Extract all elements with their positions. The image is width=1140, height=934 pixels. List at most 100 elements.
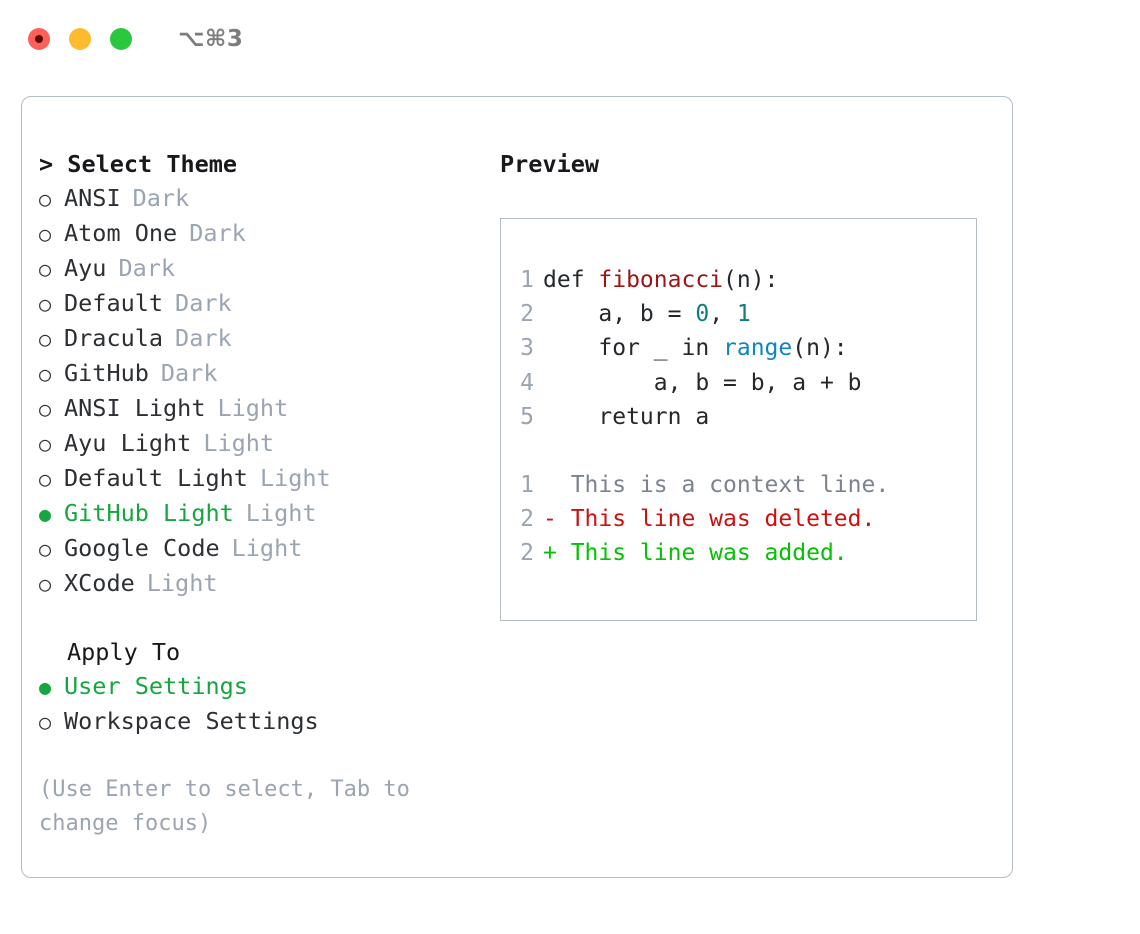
- line-number: 2: [520, 506, 534, 533]
- radio-unselected-icon: ○: [39, 710, 52, 734]
- diff-line-content: This is a context line.: [543, 472, 890, 499]
- minimize-button-icon[interactable]: [69, 28, 91, 50]
- theme-option-label: Google Code: [64, 534, 220, 562]
- theme-option-ansi[interactable]: ○ ANSI Dark: [39, 181, 500, 216]
- theme-option-label: Ayu Light: [64, 429, 192, 457]
- select-theme-header: > Select Theme: [39, 150, 238, 178]
- theme-variant-tag: Dark: [160, 359, 218, 387]
- radio-unselected-icon: ○: [39, 397, 52, 421]
- code-line: 2 a, b = 0, 1: [501, 297, 976, 331]
- theme-variant-tag: Light: [245, 499, 317, 527]
- theme-option-label: Default Light: [64, 464, 248, 492]
- radio-unselected-icon: ○: [39, 537, 52, 561]
- theme-variant-tag: Light: [146, 569, 218, 597]
- theme-option-label: XCode: [64, 569, 135, 597]
- apply-to-option-list[interactable]: ● User Settings ○ Workspace Settings: [39, 669, 500, 739]
- code-line: 4 a, b = b, a + b: [501, 366, 976, 400]
- code-token: return a: [543, 403, 710, 430]
- keyboard-shortcut-label: ⌥⌘3: [178, 26, 244, 52]
- theme-variant-tag: Light: [231, 534, 303, 562]
- diff-line-content: - This line was deleted.: [543, 506, 876, 533]
- diff-line-content: + This line was added.: [543, 540, 848, 567]
- theme-option-default-light[interactable]: ○ Default Light Light: [39, 461, 500, 496]
- diff-line: 1 This is a context line.: [501, 468, 976, 502]
- radio-selected-icon: ●: [39, 502, 52, 526]
- apply-to-header: Apply To: [67, 638, 181, 666]
- apply-to-option-user-settings[interactable]: ● User Settings: [39, 669, 500, 704]
- code-line-content: a, b = 0, 1: [543, 297, 750, 331]
- title-bar: ⌥⌘3: [0, 0, 1140, 78]
- line-number: 1: [520, 472, 534, 499]
- theme-option-label: GitHub Light: [64, 499, 234, 527]
- theme-variant-tag: Light: [217, 394, 289, 422]
- keyboard-hint-text: (Use Enter to select, Tab to change focu…: [39, 777, 424, 836]
- line-number: 2: [520, 540, 534, 567]
- code-line-content: return a: [543, 400, 709, 434]
- apply-to-option-label: User Settings: [64, 672, 248, 700]
- theme-variant-tag: Dark: [118, 254, 176, 282]
- theme-option-label: Dracula: [64, 324, 164, 352]
- radio-selected-icon: ●: [39, 675, 52, 699]
- line-number: 3: [520, 335, 534, 362]
- radio-unselected-icon: ○: [39, 362, 52, 386]
- theme-variant-tag: Light: [259, 464, 331, 492]
- traffic-light-group: [28, 28, 132, 50]
- close-button-icon[interactable]: [28, 28, 50, 50]
- line-number: 4: [520, 369, 534, 396]
- preview-header: Preview: [500, 150, 600, 178]
- theme-option-label: ANSI: [64, 184, 121, 212]
- zoom-button-icon[interactable]: [110, 28, 132, 50]
- apply-to-option-label: Workspace Settings: [64, 707, 319, 735]
- code-line: 1 def fibonacci(n):: [501, 263, 976, 297]
- radio-unselected-icon: ○: [39, 257, 52, 281]
- radio-unselected-icon: ○: [39, 432, 52, 456]
- line-number: 1: [520, 267, 534, 293]
- code-line-content: for _ in range(n):: [543, 331, 848, 365]
- radio-unselected-icon: ○: [39, 572, 52, 596]
- radio-unselected-icon: ○: [39, 187, 52, 211]
- radio-unselected-icon: ○: [39, 467, 52, 491]
- theme-variant-tag: Dark: [175, 324, 232, 352]
- theme-option-default[interactable]: ○ Default Dark: [39, 286, 500, 321]
- theme-option-github-light[interactable]: ● GitHub Light Light: [39, 496, 500, 531]
- theme-option-label: ANSI Light: [64, 394, 206, 422]
- theme-variant-tag: Light: [203, 429, 275, 457]
- code-token: range: [723, 335, 793, 362]
- code-line: 5 return a: [501, 400, 976, 434]
- theme-option-github[interactable]: ○ GitHub Dark: [39, 356, 500, 391]
- theme-option-xcode[interactable]: ○ XCode Light: [39, 566, 500, 601]
- theme-option-ayu-light[interactable]: ○ Ayu Light Light: [39, 426, 500, 461]
- code-line-content: a, b = b, a + b: [543, 366, 862, 400]
- theme-option-label: Default: [64, 289, 164, 317]
- section-spacer: [39, 601, 500, 635]
- code-token: def: [543, 267, 599, 293]
- theme-option-google-code[interactable]: ○ Google Code Light: [39, 531, 500, 566]
- code-token: (n):: [792, 335, 848, 362]
- apply-to-option-workspace-settings[interactable]: ○ Workspace Settings: [39, 704, 500, 739]
- theme-variant-tag: Dark: [132, 184, 190, 212]
- theme-option-ansi-light[interactable]: ○ ANSI Light Light: [39, 391, 500, 426]
- code-token: (n):: [723, 267, 779, 293]
- theme-variant-tag: Dark: [189, 219, 246, 247]
- line-number: 5: [520, 403, 534, 430]
- code-line: 3 for _ in range(n):: [501, 331, 976, 365]
- code-token: a, b =: [543, 301, 696, 328]
- diff-line: 2 + This line was added.: [501, 536, 976, 570]
- code-line-content: def fibonacci(n):: [543, 263, 778, 297]
- theme-option-label: GitHub: [64, 359, 149, 387]
- diff-line: 2 - This line was deleted.: [501, 502, 976, 536]
- code-token: a, b = b, a + b: [543, 369, 862, 396]
- radio-unselected-icon: ○: [39, 292, 52, 316]
- theme-variant-tag: Dark: [175, 289, 232, 317]
- code-blank-line: [501, 434, 976, 468]
